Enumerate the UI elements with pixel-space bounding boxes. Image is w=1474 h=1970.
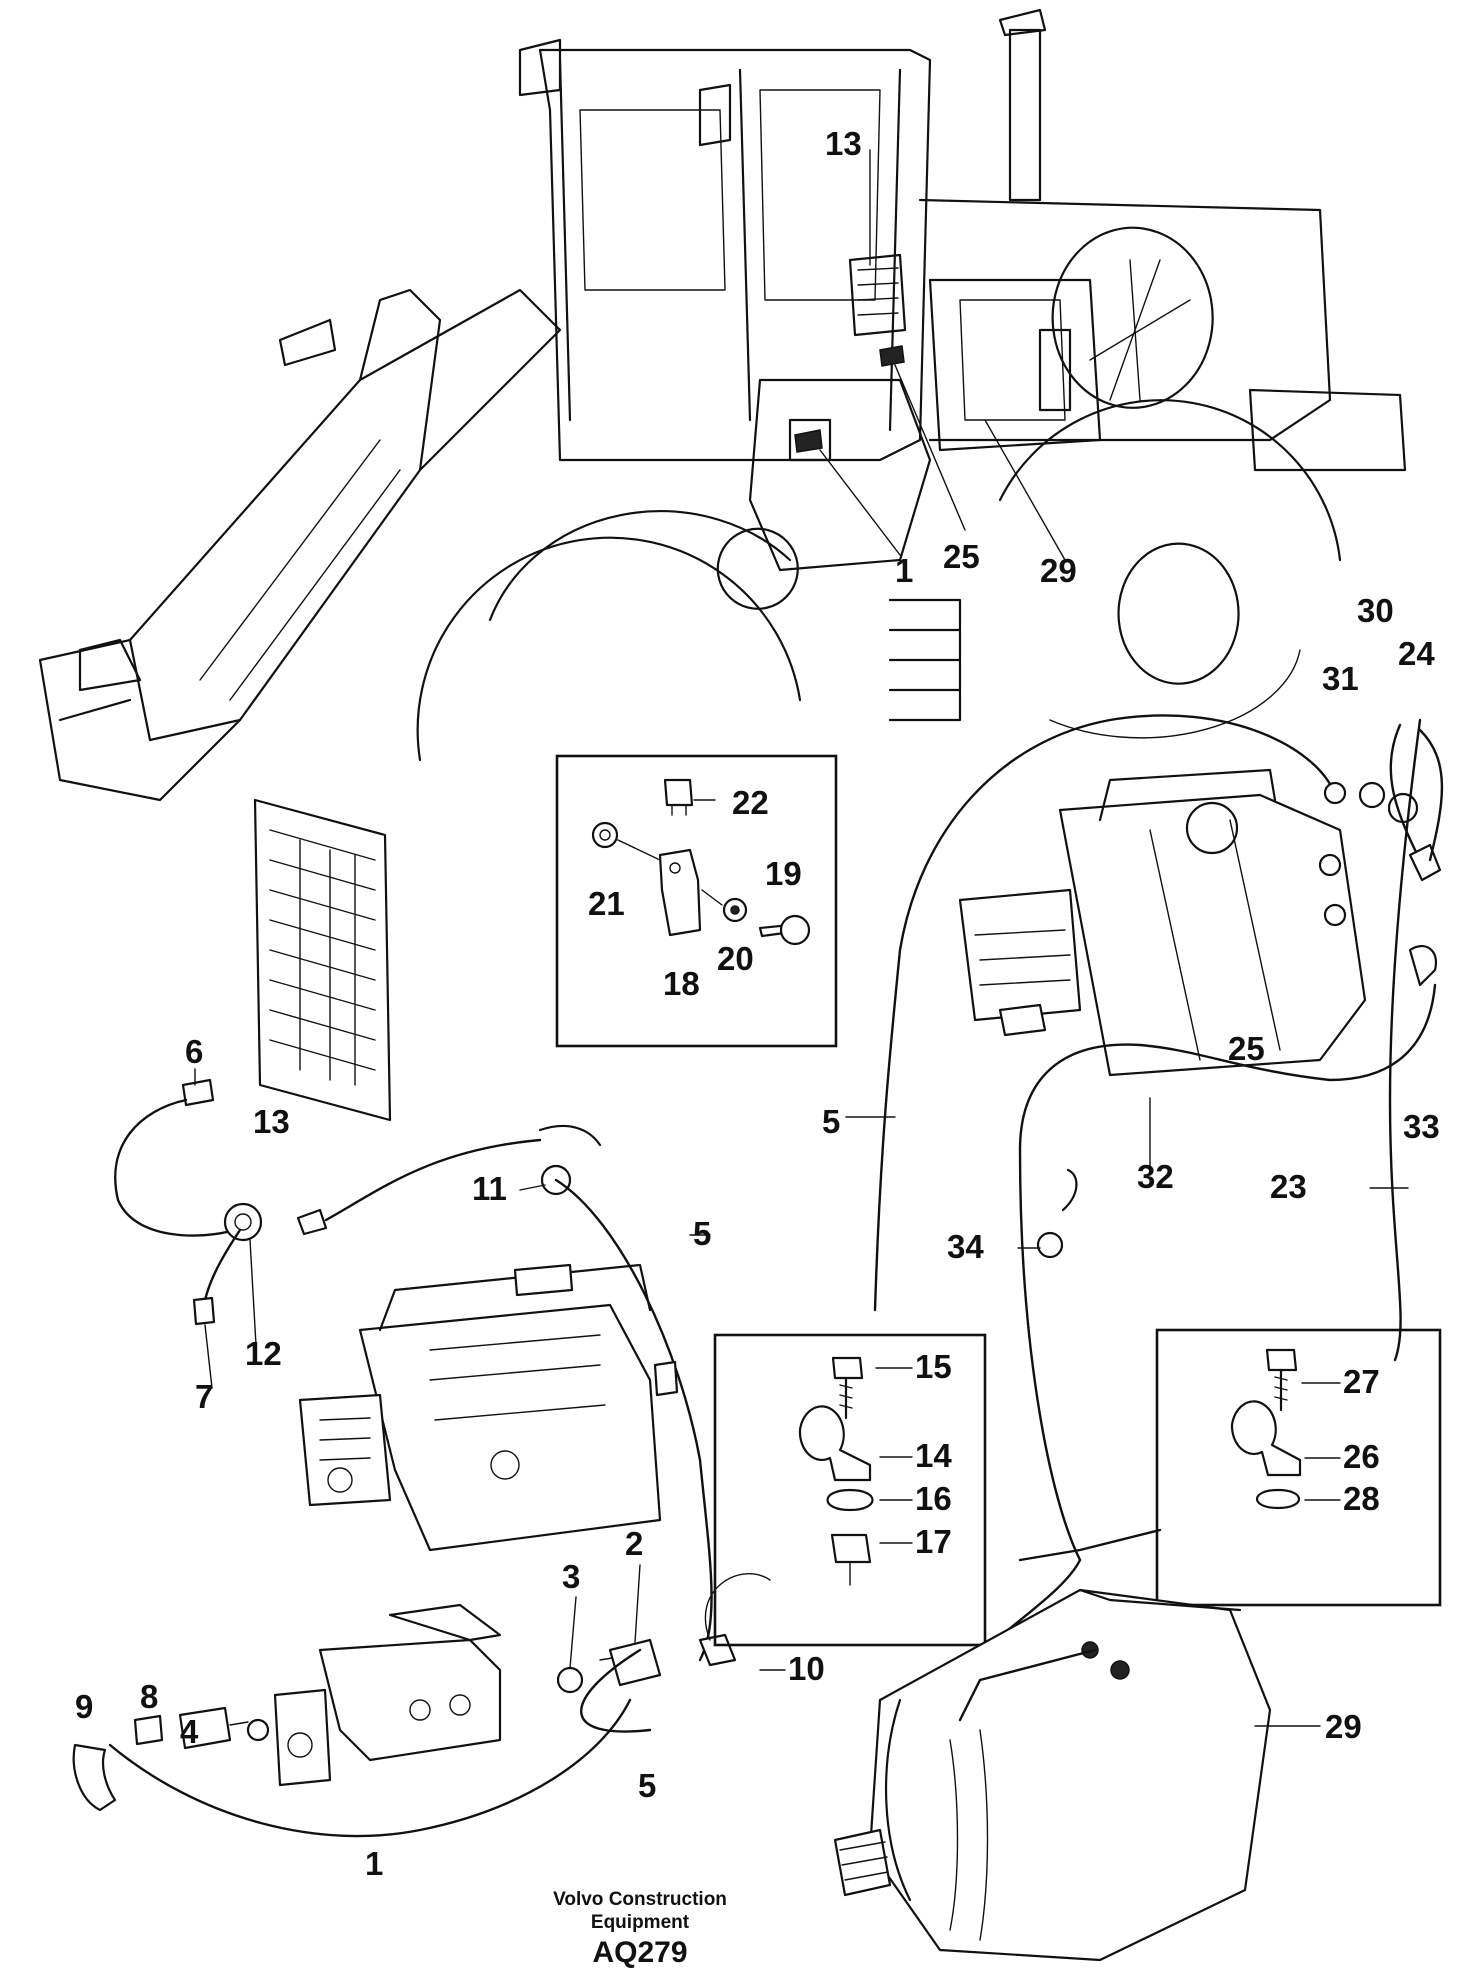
label-5-right: 5 xyxy=(822,1103,840,1140)
detail-inset-clamp-left xyxy=(713,1333,987,1647)
label-23: 23 xyxy=(1270,1168,1307,1205)
label-16: 16 xyxy=(915,1480,952,1517)
hydraulic-pump xyxy=(298,1263,679,1552)
part-labels: 13 1 25 29 22 21 19 18 20 6 13 11 5 12 7… xyxy=(75,125,1440,1882)
label-30: 30 xyxy=(1357,592,1394,629)
label-9: 9 xyxy=(75,1688,93,1725)
label-2: 2 xyxy=(625,1525,643,1562)
label-34: 34 xyxy=(947,1228,984,1265)
left-harness xyxy=(114,1078,713,1662)
label-27: 27 xyxy=(1343,1363,1380,1400)
label-5-bottom: 5 xyxy=(638,1767,656,1804)
label-1-cab: 1 xyxy=(895,552,913,589)
label-11: 11 xyxy=(472,1170,507,1207)
caption-brand-line1: Volvo Construction xyxy=(553,1889,727,1910)
label-29: 29 xyxy=(1325,1708,1362,1745)
label-1: 1 xyxy=(365,1845,383,1882)
label-33: 33 xyxy=(1403,1108,1440,1145)
detail-inset-sensor xyxy=(555,754,838,1048)
label-18: 18 xyxy=(663,965,700,1002)
label-12: 12 xyxy=(245,1335,282,1372)
alternator xyxy=(958,768,1367,1077)
label-10: 10 xyxy=(788,1650,825,1687)
label-7: 7 xyxy=(195,1378,213,1415)
label-6: 6 xyxy=(185,1033,203,1070)
label-8: 8 xyxy=(140,1678,158,1715)
label-28: 28 xyxy=(1343,1480,1380,1517)
label-15: 15 xyxy=(915,1348,952,1385)
label-17: 17 xyxy=(915,1523,952,1560)
label-25-cab: 25 xyxy=(943,538,980,575)
valve-block-assembly xyxy=(72,1573,771,1838)
caption-brand-line2: Equipment xyxy=(591,1912,690,1933)
decal-panel xyxy=(253,798,392,1122)
label-14: 14 xyxy=(915,1437,952,1474)
caption-code: AQ279 xyxy=(592,1936,687,1969)
detail-inset-clamp-right xyxy=(1155,1328,1442,1607)
label-26: 26 xyxy=(1343,1438,1380,1475)
wheel-loader-illustration xyxy=(38,8,1407,802)
label-21: 21 xyxy=(588,885,625,922)
label-13-cab: 13 xyxy=(825,125,862,162)
label-20: 20 xyxy=(717,940,754,977)
caption: Volvo Construction Equipment AQ279 xyxy=(553,1889,727,1969)
starter-motor xyxy=(833,1528,1272,1962)
label-13: 13 xyxy=(253,1103,290,1140)
label-25: 25 xyxy=(1228,1030,1265,1067)
label-4: 4 xyxy=(180,1713,199,1750)
label-31: 31 xyxy=(1322,660,1359,697)
label-32: 32 xyxy=(1137,1158,1174,1195)
label-3: 3 xyxy=(562,1558,580,1595)
label-5-left: 5 xyxy=(693,1215,711,1252)
label-19: 19 xyxy=(765,855,802,892)
label-24: 24 xyxy=(1398,635,1435,672)
label-22: 22 xyxy=(732,784,769,821)
label-29-cab: 29 xyxy=(1040,552,1077,589)
